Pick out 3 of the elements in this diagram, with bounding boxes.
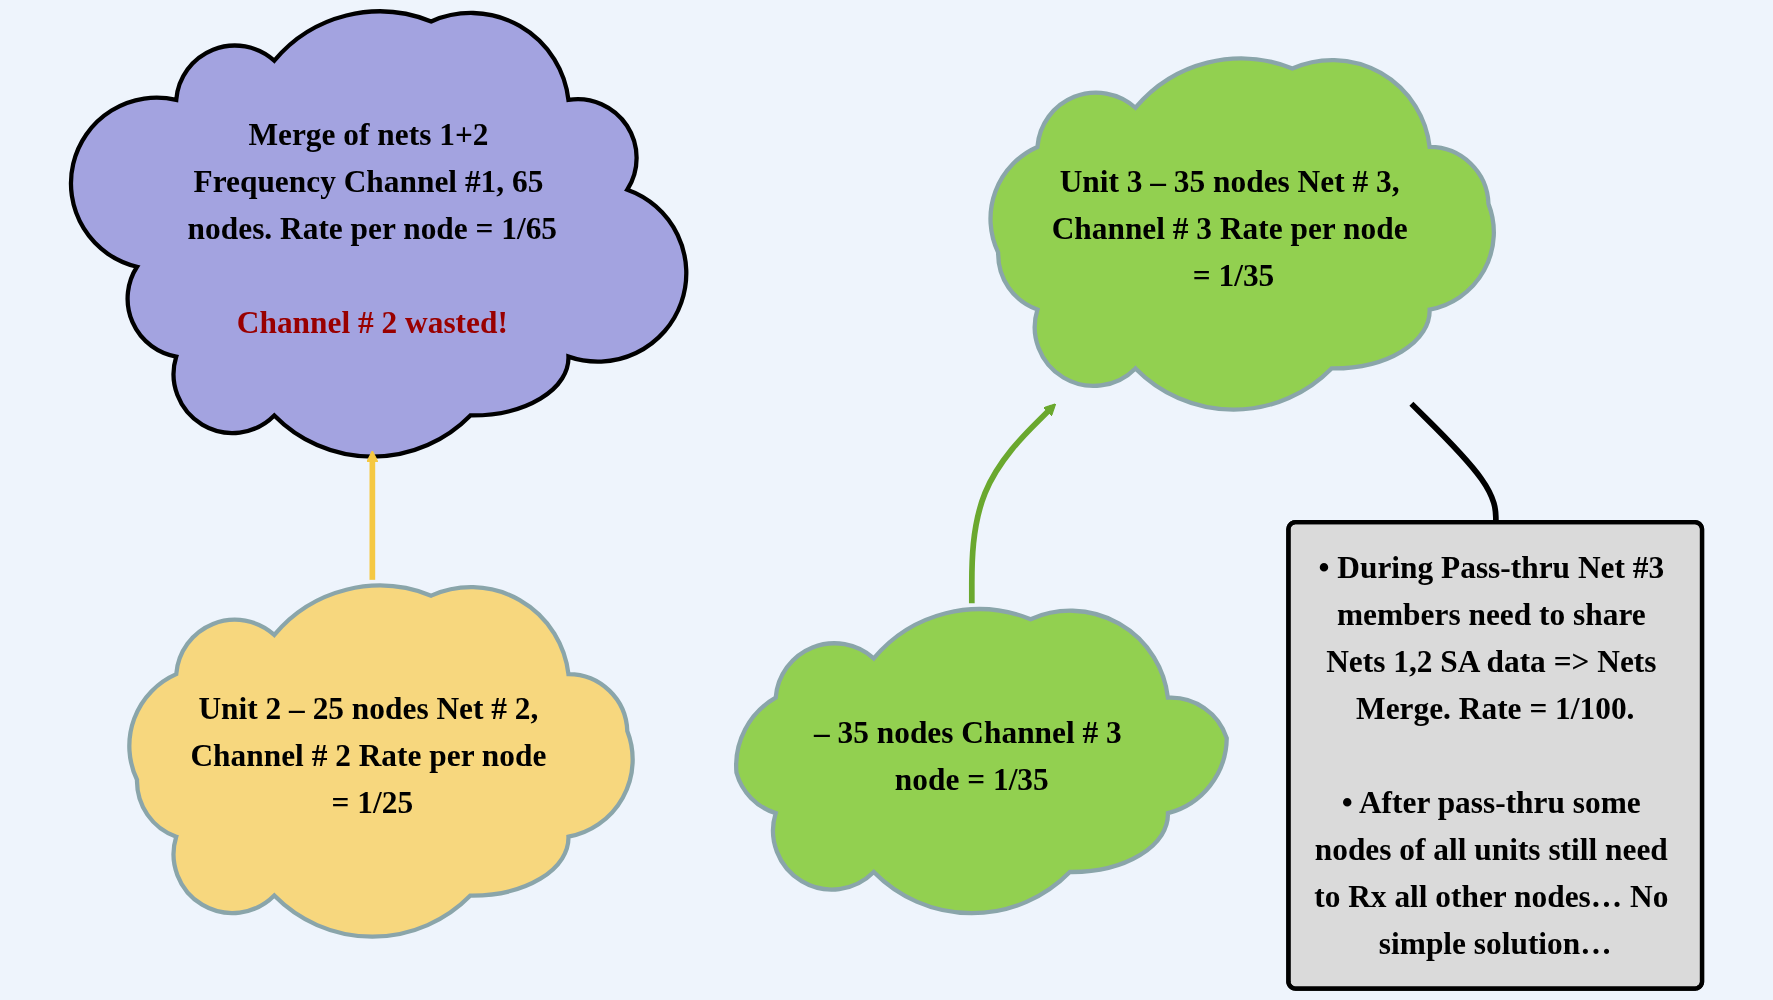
connector: [1409, 401, 1499, 523]
arrow: [968, 403, 1057, 604]
arrow: [366, 450, 379, 580]
